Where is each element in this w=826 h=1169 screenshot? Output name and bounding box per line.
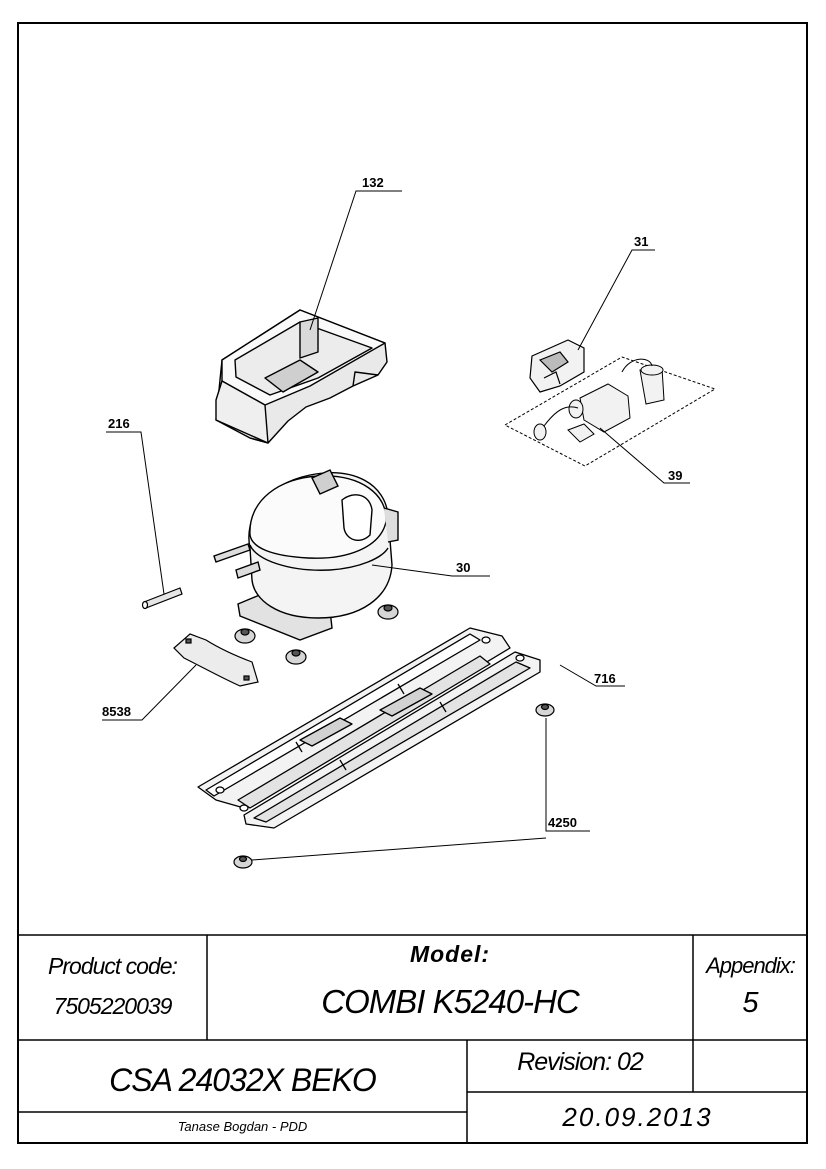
author-cell: Tanase Bogdan - PDD	[18, 1112, 467, 1144]
product-code-label: Product code:	[48, 953, 178, 979]
callout-132: 132	[362, 175, 384, 190]
product-code-value: 7505220039	[53, 993, 173, 1019]
compressor-grommets	[233, 604, 555, 869]
appendix-cell: Appendix: 5	[693, 935, 808, 1040]
date-cell: 20.09.2013	[467, 1092, 808, 1144]
author: Tanase Bogdan - PDD	[177, 1119, 308, 1134]
title-block-grid	[18, 934, 808, 1144]
part-name-cell: CSA 24032X BEKO	[18, 1040, 467, 1112]
callout-31: 31	[634, 234, 648, 249]
appendix-label: Appendix:	[706, 953, 796, 978]
revision-cell: Revision: 02	[467, 1040, 693, 1092]
appendix-value: 5	[742, 987, 759, 1019]
callout-39: 39	[668, 468, 682, 483]
drawing-frame	[17, 22, 808, 1144]
part-30-compressor	[213, 469, 399, 641]
callout-216: 216	[108, 416, 130, 431]
model-label: Model:	[409, 941, 491, 967]
part-name: CSA 24032X BEKO	[109, 1062, 377, 1098]
callout-4250: 4250	[548, 815, 577, 830]
callout-716: 716	[594, 671, 616, 686]
part-132-cover	[215, 309, 388, 444]
callout-30: 30	[456, 560, 470, 575]
callout-underlines	[102, 190, 690, 832]
part-8538-plate	[173, 633, 259, 687]
revision: Revision: 02	[517, 1048, 644, 1076]
part-716-rails	[197, 627, 541, 829]
model-cell: Model: COMBI K5240-HC	[207, 935, 693, 1040]
callout-8538: 8538	[102, 704, 131, 719]
date: 20.09.2013	[562, 1102, 713, 1132]
part-31-relay-cover	[529, 339, 585, 393]
part-216-pin	[141, 587, 183, 610]
model-value: COMBI K5240-HC	[321, 983, 579, 1020]
part-39-starter-kit	[503, 356, 717, 467]
product-code-cell: Product code: 7505220039	[18, 935, 207, 1040]
